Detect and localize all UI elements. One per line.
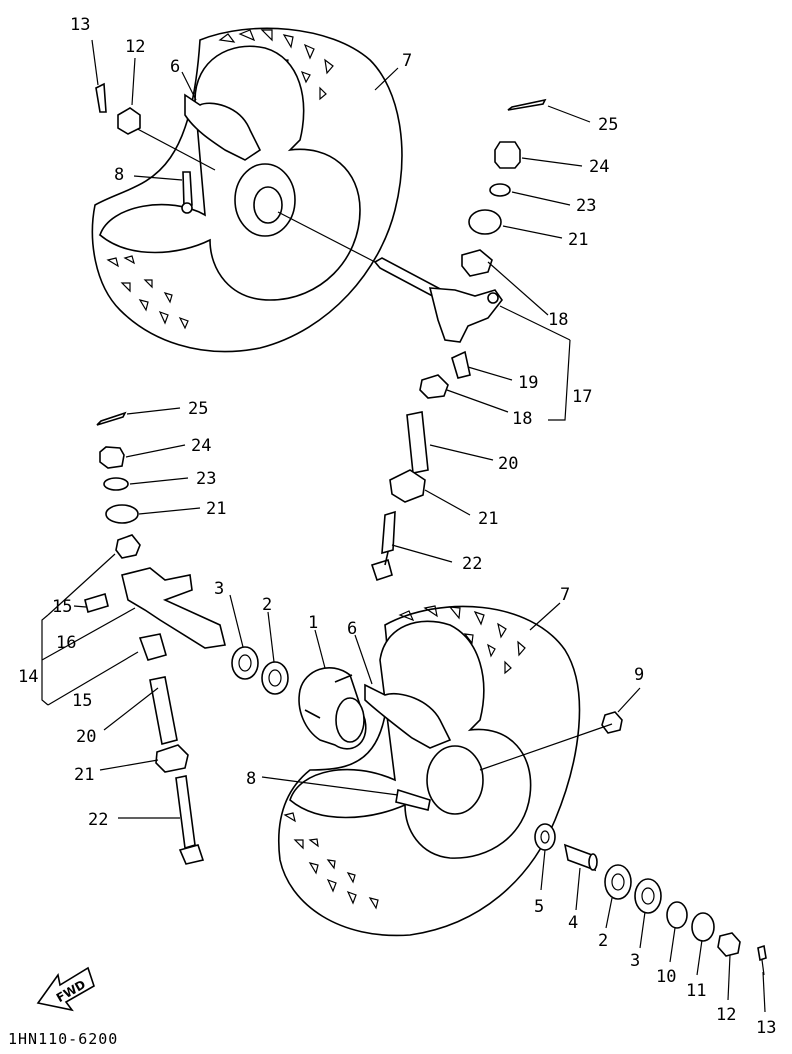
callout-6-lower: 6 [347,619,357,639]
left-collar-15b [138,633,167,661]
forward-arrow: FWD [36,966,95,1012]
washer-10 [666,901,688,929]
lower-hub-cover [364,683,452,749]
upper-axle-fasteners [95,82,141,135]
left-knuckle-14 [121,567,226,649]
callout-13-lower: 13 [756,1018,776,1038]
callout-18-upper: 18 [548,310,568,330]
callout-20-upper: 20 [498,454,518,474]
callout-10: 10 [656,967,676,987]
left-cotter-pin-25 [96,411,127,426]
fwd-arrow-icon [36,966,95,1012]
bushing-21-lower [389,469,426,503]
callout-25-left: 25 [188,399,208,419]
callout-20-left: 20 [76,727,96,747]
diagram-code: 1HN110-6200 [8,1030,118,1048]
left-bushing-21b [155,744,189,773]
callout-23-left: 23 [196,469,216,489]
callout-24-left: 24 [191,436,211,456]
nut-12 [717,932,741,957]
callout-25-upper: 25 [598,115,618,135]
left-grease-nipple-16 [84,592,109,614]
callout-22-left: 22 [88,810,108,830]
left-nut-24 [99,446,125,469]
callout-13-upper: 13 [70,15,90,35]
left-collar-15 [115,534,141,559]
upper-knuckle-body [428,287,503,343]
callout-15-lower: 15 [72,691,92,711]
callout-4: 4 [568,913,578,933]
left-washer-23 [103,477,129,491]
callout-12-upper: 12 [125,37,145,57]
lower-wheel-assembly [231,605,767,976]
grease-nipple-19 [451,350,471,379]
callout-7-upper: 7 [402,51,412,71]
bearing-3-right [634,878,662,914]
callout-labels: 13 12 6 7 8 25 24 23 21 18 19 17 18 20 2… [18,15,776,1038]
callout-7-lower: 7 [560,585,570,605]
callout-19: 19 [518,373,538,393]
nut-9 [601,711,623,734]
callout-9: 9 [634,665,644,685]
callout-21-mid: 21 [478,509,498,529]
callout-14: 14 [18,667,38,687]
callout-24-upper: 24 [589,157,609,177]
callout-17: 17 [572,387,592,407]
callout-16: 16 [56,633,76,653]
lower-valve-stem [395,788,431,811]
callout-18-lower: 18 [512,409,532,429]
callout-11: 11 [686,981,706,1001]
callout-21-upper: 21 [568,230,588,250]
callout-22-upper: 22 [462,554,482,574]
upper-nut-24 [494,141,521,169]
upper-rim [99,45,361,301]
callout-12-lower: 12 [716,1005,736,1025]
upper-collar-18 [461,249,493,277]
bolt-22 [370,510,396,582]
upper-bushing-21 [468,209,502,235]
callout-6-upper: 6 [170,57,180,77]
upper-valve-stem [182,171,193,209]
upper-cotter-pin-13 [95,82,107,113]
callout-15-upper: 15 [52,597,72,617]
left-bolt-22 [175,775,205,865]
callout-5: 5 [534,897,544,917]
washer-11 [691,912,715,942]
callout-3-right: 3 [630,951,640,971]
left-collar-20 [149,676,178,745]
callout-8-upper: 8 [114,165,124,185]
callout-23-upper: 23 [576,196,596,216]
left-knuckle-stack [41,411,226,865]
callout-2-left: 2 [262,595,272,615]
bearing-3-left [231,646,259,680]
callout-1: 1 [308,613,318,633]
seal-5 [534,823,556,851]
callout-21-left-lower: 21 [74,765,94,785]
upper-hub-cover [184,93,262,161]
callout-2-right: 2 [598,931,608,951]
upper-wheel-assembly [91,27,503,353]
leader-lines [73,39,766,1013]
bearing-2-left [261,661,289,695]
lower-hub [426,745,484,815]
upper-washer-23 [489,183,511,197]
callout-3-left: 3 [214,579,224,599]
upper-nut-12 [117,107,141,135]
cotter-pin-13 [757,944,767,962]
bearing-2-right [604,864,632,900]
callout-8-lower: 8 [246,769,256,789]
lower-collar-18 [419,374,449,399]
collar-20 [406,411,429,474]
callout-21-left: 21 [206,499,226,519]
upper-kingpin-stack [370,98,547,582]
left-bushing-21 [105,504,139,524]
